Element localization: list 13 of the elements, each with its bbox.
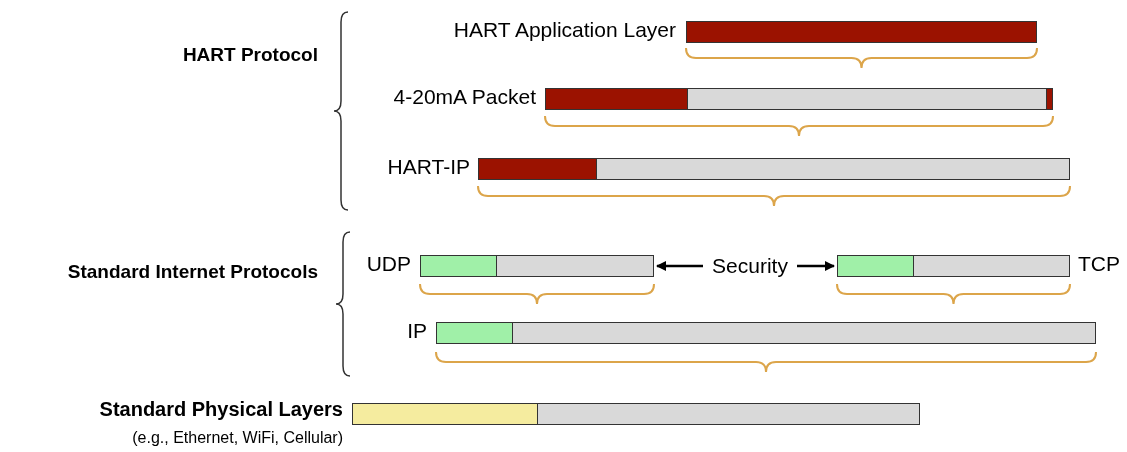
protocol-label: UDP — [365, 251, 411, 277]
layer-label: Standard Physical Layers — [98, 397, 343, 421]
group-label: HART Protocol — [181, 44, 318, 67]
protocol-label: IP — [406, 318, 427, 344]
example-note: (e.g., Ethernet, WiFi, Cellular) — [131, 428, 343, 448]
protocol-label: HART-IP — [386, 154, 470, 180]
arrow — [656, 261, 703, 271]
protocol-label: HART Application Layer — [452, 17, 676, 43]
protocol-label: 4-20mA Packet — [392, 84, 536, 110]
arrow — [797, 261, 835, 271]
arrow-label: Security — [711, 253, 789, 279]
protocol-label: TCP — [1078, 251, 1121, 277]
group-label: Standard Internet Protocols — [66, 261, 318, 284]
